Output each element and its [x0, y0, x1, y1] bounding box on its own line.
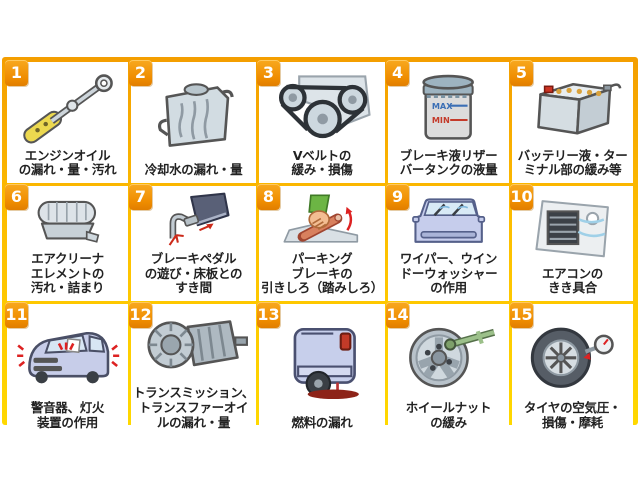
inspection-item-8: 8 パーキングブレーキの引きしろ（踏みしろ） [257, 184, 386, 301]
item-label: Vベルトの緩み・損傷 [291, 147, 353, 178]
inspection-item-3: 3 Vベルトの緩み・損傷 [257, 60, 386, 183]
item-label: 燃料の漏れ [291, 414, 353, 430]
inspection-item-2: 2 冷却水の漏れ・量 [128, 60, 256, 183]
inspection-item-12: 12 トランスミッション、トランスファーオイルの漏れ・量 [128, 302, 256, 436]
tire-icon [514, 310, 631, 401]
item-label: ブレーキペダルの遊び・床板とのすき間 [144, 250, 243, 296]
radiator-icon [133, 68, 254, 163]
item-label: バッテリー液・ターミナル部の緩み等 [517, 147, 628, 178]
inspection-item-11: 11 警音器、灯火装置の作用 [5, 302, 128, 436]
inspection-item-10: 10 エアコンのきき具合 [510, 184, 633, 301]
inspection-item-13: 13 燃料の漏れ [257, 302, 386, 436]
item-label: タイヤの空気圧・損傷・摩耗 [523, 399, 622, 430]
item-number-badge: 9 [386, 184, 410, 210]
item-label: エンジンオイルの漏れ・量・汚れ [18, 147, 117, 178]
item-number-badge: 14 [386, 302, 410, 328]
battery-icon [514, 68, 631, 149]
inspection-grid: 1 エンジンオイルの漏れ・量・汚れ 2 冷却水の漏れ・量 3 Vベルトの緩み・損… [5, 60, 633, 436]
item-number-badge: 15 [510, 302, 533, 328]
air-cleaner-icon [9, 192, 126, 252]
fuel-leak-icon [261, 310, 383, 416]
brake-pedal-icon [133, 192, 254, 252]
item-number-badge: 11 [5, 302, 28, 328]
brake-fluid-reservoir-icon: MAX MIN [390, 68, 507, 149]
inspection-item-5: 5 バッテリー液・ターミナル部の緩み等 [510, 60, 633, 183]
item-number-badge: 6 [5, 184, 28, 210]
item-number-badge: 8 [257, 184, 280, 210]
parking-brake-icon [261, 192, 383, 252]
v-belt-icon [261, 68, 383, 149]
wiper-washer-icon [390, 192, 507, 252]
inspection-item-7: 7 ブレーキペダルの遊び・床板とのすき間 [128, 184, 256, 301]
inspection-item-4: 4 MAX MIN ブレーキ液リザーバータンクの液量 [386, 60, 509, 183]
inspection-item-6: 6 エアクリーナエレメントの汚れ・詰まり [5, 184, 128, 301]
item-label: トランスミッション、トランスファーオイルの漏れ・量 [132, 385, 254, 430]
wheel-nut-icon [390, 310, 507, 401]
oil-dipstick-icon [9, 68, 126, 149]
item-number-badge: 10 [510, 184, 533, 210]
transmission-icon [133, 310, 254, 386]
item-label: エアクリーナエレメントの汚れ・詰まり [30, 250, 105, 296]
item-label: パーキングブレーキの引きしろ（踏みしろ） [261, 250, 384, 296]
item-number-badge: 12 [128, 302, 152, 328]
item-number-badge: 7 [128, 184, 152, 210]
inspection-item-1: 1 エンジンオイルの漏れ・量・汚れ [5, 60, 128, 183]
item-label: 冷却水の漏れ・量 [144, 162, 243, 178]
reservoir-max-label: MAX [432, 100, 453, 110]
item-label: エアコンのきき具合 [541, 265, 603, 296]
item-number-badge: 2 [128, 60, 152, 86]
item-number-badge: 4 [386, 60, 410, 86]
inspection-item-14: 14 ホイールナットの緩み [386, 302, 509, 436]
item-number-badge: 3 [257, 60, 280, 86]
item-number-badge: 5 [510, 60, 533, 86]
air-conditioner-vent-icon [514, 192, 631, 267]
inspection-item-9: 9 ワイパー、ウインドーウォッシャーの作用 [386, 184, 509, 301]
item-label: ブレーキ液リザーバータンクの液量 [399, 147, 498, 178]
horn-lights-icon [9, 310, 126, 401]
item-number-badge: 1 [5, 60, 28, 86]
item-label: 警音器、灯火装置の作用 [30, 399, 105, 430]
inspection-item-15: 15 タイヤの空気圧・損傷・摩耗 [510, 302, 633, 436]
grid-frame: 1 エンジンオイルの漏れ・量・汚れ 2 冷却水の漏れ・量 3 Vベルトの緩み・損… [2, 57, 638, 436]
item-label: ワイパー、ウインドーウォッシャーの作用 [399, 250, 498, 296]
reservoir-min-label: MIN [432, 115, 450, 125]
item-label: ホイールナットの緩み [405, 399, 492, 430]
item-number-badge: 13 [257, 302, 280, 328]
